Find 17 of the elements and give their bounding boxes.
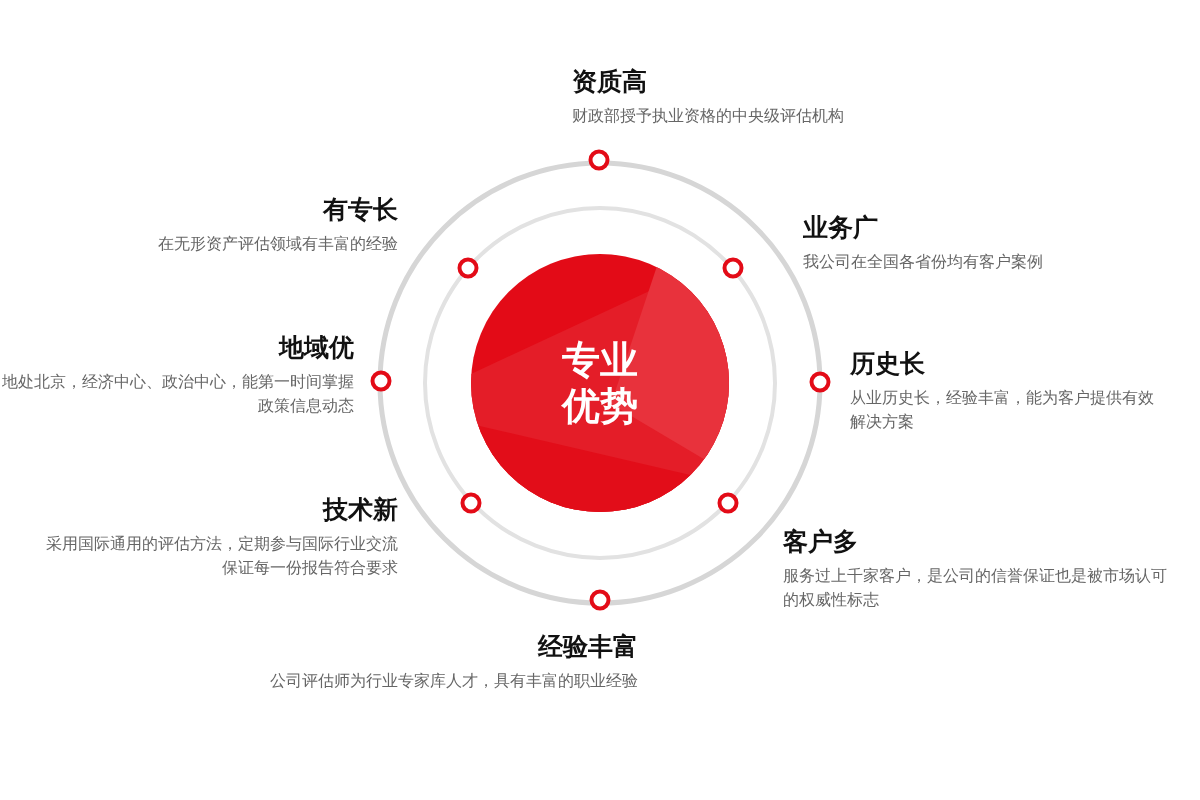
description: 服务过上千家客户，是公司的信誉保证也是被市场认可的权威性标志 <box>783 566 1168 611</box>
description: 采用国际通用的评估方法，定期参与国际行业交流保证每一份报告符合要求 <box>45 534 398 579</box>
description: 公司评估师为行业专家库人才，具有丰富的职业经验 <box>269 671 638 692</box>
description: 从业历史长，经验丰富，能为客户提供有效解决方案 <box>850 388 1155 433</box>
description: 在无形资产评估领域有丰富的经验 <box>157 234 398 255</box>
heading: 资质高 <box>572 66 648 98</box>
heading: 客户多 <box>783 526 859 558</box>
heading: 经验丰富 <box>536 631 638 663</box>
heading: 历史长 <box>850 348 926 380</box>
heading: 技术新 <box>321 494 398 526</box>
heading: 有专长 <box>322 194 398 226</box>
description: 地处北京，经济中心、政治中心，能第一时间掌握政策信息动态 <box>1 372 354 417</box>
description: 我公司在全国各省份均有客户案例 <box>803 252 1044 273</box>
center-title: 专业优势 <box>560 337 639 429</box>
heading: 地域优 <box>277 332 354 364</box>
heading: 业务广 <box>803 212 879 244</box>
description: 财政部授予执业资格的中央级评估机构 <box>572 106 845 127</box>
